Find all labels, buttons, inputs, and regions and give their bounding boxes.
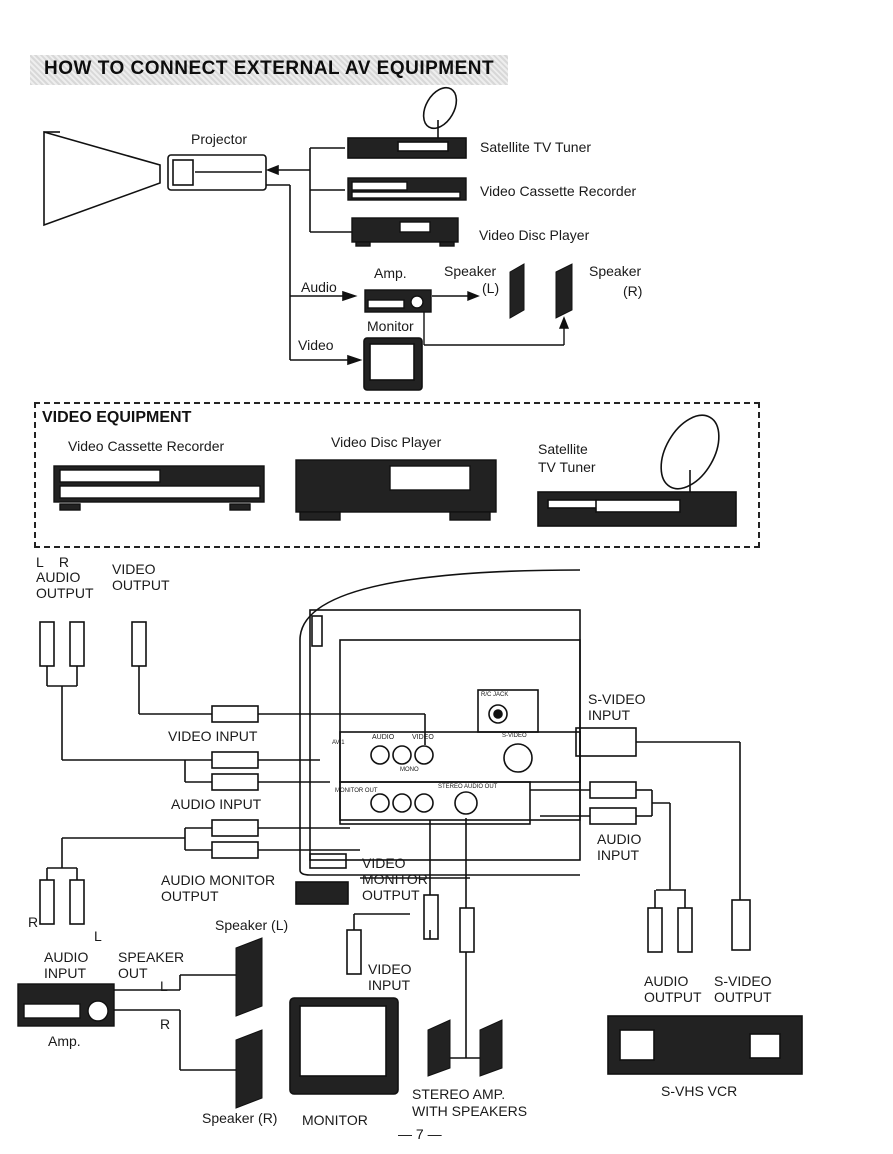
speaker-l-label: Speaker	[444, 263, 497, 279]
panel-svideo-label: S-VIDEO	[502, 733, 527, 739]
projector-icon	[167, 154, 267, 191]
vcr-svideo-output-label-1: S-VIDEO	[714, 973, 772, 989]
audio-input-right-label-1: AUDIO	[597, 831, 642, 847]
section-satellite-tuner-icon	[537, 414, 737, 527]
video-input-monitor-label-2: INPUT	[368, 977, 410, 993]
vcr-label: Video Cassette Recorder	[480, 183, 637, 199]
monitor-icon	[363, 337, 423, 391]
stereo-amp-label-2: WITH SPEAKERS	[412, 1103, 528, 1119]
audio-monitor-output-label-2: OUTPUT	[161, 888, 219, 904]
page-title: HOW TO CONNECT EXTERNAL AV EQUIPMENT	[44, 58, 495, 79]
section-disc-player-icon	[295, 459, 497, 521]
bottom-amp-icon	[17, 983, 115, 1027]
stereo-amp-label-1: STEREO AMP.	[412, 1086, 506, 1102]
audio-input-label: AUDIO INPUT	[171, 796, 262, 812]
section-satellite-line2: TV Tuner	[538, 459, 596, 475]
bottom-monitor-label: MONITOR	[302, 1112, 368, 1128]
svhs-vcr-label: S-VHS VCR	[661, 1083, 738, 1099]
video-monitor-output-label-3: OUTPUT	[362, 887, 420, 903]
video-monitor-output-label-1: VIDEO	[362, 855, 406, 871]
amp-icon	[364, 289, 432, 313]
speaker-icons	[509, 263, 573, 319]
title-band	[30, 55, 508, 85]
monitor-label: Monitor	[367, 318, 414, 334]
vcr-svideo-output-label-2: OUTPUT	[714, 989, 772, 1005]
vcr-audio-output-label-2: OUTPUT	[644, 989, 702, 1005]
section-vcr-icon	[53, 465, 265, 511]
speaker-l-side: (L)	[482, 280, 500, 296]
video-equipment-heading: VIDEO EQUIPMENT	[42, 409, 192, 426]
svhs-vcr-icon	[607, 1015, 803, 1075]
l-label: L	[94, 928, 102, 944]
out-r-label: R	[160, 1016, 171, 1032]
vcr-icon	[347, 177, 467, 201]
svideo-input-label-2: INPUT	[588, 707, 630, 723]
speaker-r-label: Speaker	[589, 263, 642, 279]
satellite-tuner-icon	[347, 86, 467, 159]
panel-mono-label: MONO	[400, 767, 419, 773]
video-equipment-box	[34, 402, 760, 548]
audio-output-label-2: OUTPUT	[36, 585, 94, 601]
svideo-input-label-1: S-VIDEO	[588, 691, 646, 707]
panel-stereo-audio-out-label: STEREO AUDIO OUT	[438, 784, 498, 790]
page-number: — 7 —	[398, 1126, 442, 1142]
audio-output-label-1: AUDIO	[36, 569, 81, 585]
out-l-label: L	[160, 978, 168, 994]
panel-audio-label: AUDIO	[372, 734, 395, 741]
speaker-r-bottom-label: Speaker (R)	[202, 1110, 278, 1126]
bottom-monitor-icon	[289, 997, 399, 1095]
speaker-out-label-2: OUT	[118, 965, 148, 981]
section-satellite-line1: Satellite	[538, 441, 588, 457]
panel-video-label: VIDEO	[412, 734, 434, 741]
speaker-out-label-1: SPEAKER	[118, 949, 185, 965]
audio-label: Audio	[301, 279, 337, 295]
projector-rear-panel	[295, 569, 581, 905]
amp-audio-input-label-1: AUDIO	[44, 949, 89, 965]
r-label: R	[28, 914, 39, 930]
video-output-label-1: VIDEO	[112, 561, 156, 577]
audio-input-right-label-2: INPUT	[597, 847, 639, 863]
vcr-audio-output-label-1: AUDIO	[644, 973, 689, 989]
speaker-l-bottom-label: Speaker (L)	[215, 917, 289, 933]
video-label: Video	[298, 337, 334, 353]
disc-player-icon	[351, 217, 459, 247]
panel-av1-label: AV-1	[332, 740, 345, 746]
projection-screen	[43, 130, 161, 227]
rc-jack-label: R/C JACK	[481, 692, 509, 698]
video-input-label: VIDEO INPUT	[168, 728, 258, 744]
lr-label: L R	[36, 554, 69, 570]
video-output-label-2: OUTPUT	[112, 577, 170, 593]
projector-label: Projector	[191, 131, 248, 147]
video-monitor-output-label-2: MONITOR	[362, 871, 428, 887]
speaker-r-side: (R)	[623, 283, 643, 299]
amp-audio-input-label-2: INPUT	[44, 965, 86, 981]
bottom-amp-label: Amp.	[48, 1033, 81, 1049]
audio-monitor-output-label-1: AUDIO MONITOR	[161, 872, 276, 888]
panel-monitor-out-label: MONITOR OUT	[335, 788, 378, 794]
section-vcr-label: Video Cassette Recorder	[68, 438, 225, 454]
satellite-tuner-label: Satellite TV Tuner	[480, 139, 592, 155]
bottom-speaker-icons	[235, 937, 503, 1109]
video-input-monitor-label-1: VIDEO	[368, 961, 412, 977]
disc-player-label: Video Disc Player	[479, 227, 590, 243]
amp-label: Amp.	[374, 265, 407, 281]
section-disc-player-label: Video Disc Player	[331, 434, 442, 450]
